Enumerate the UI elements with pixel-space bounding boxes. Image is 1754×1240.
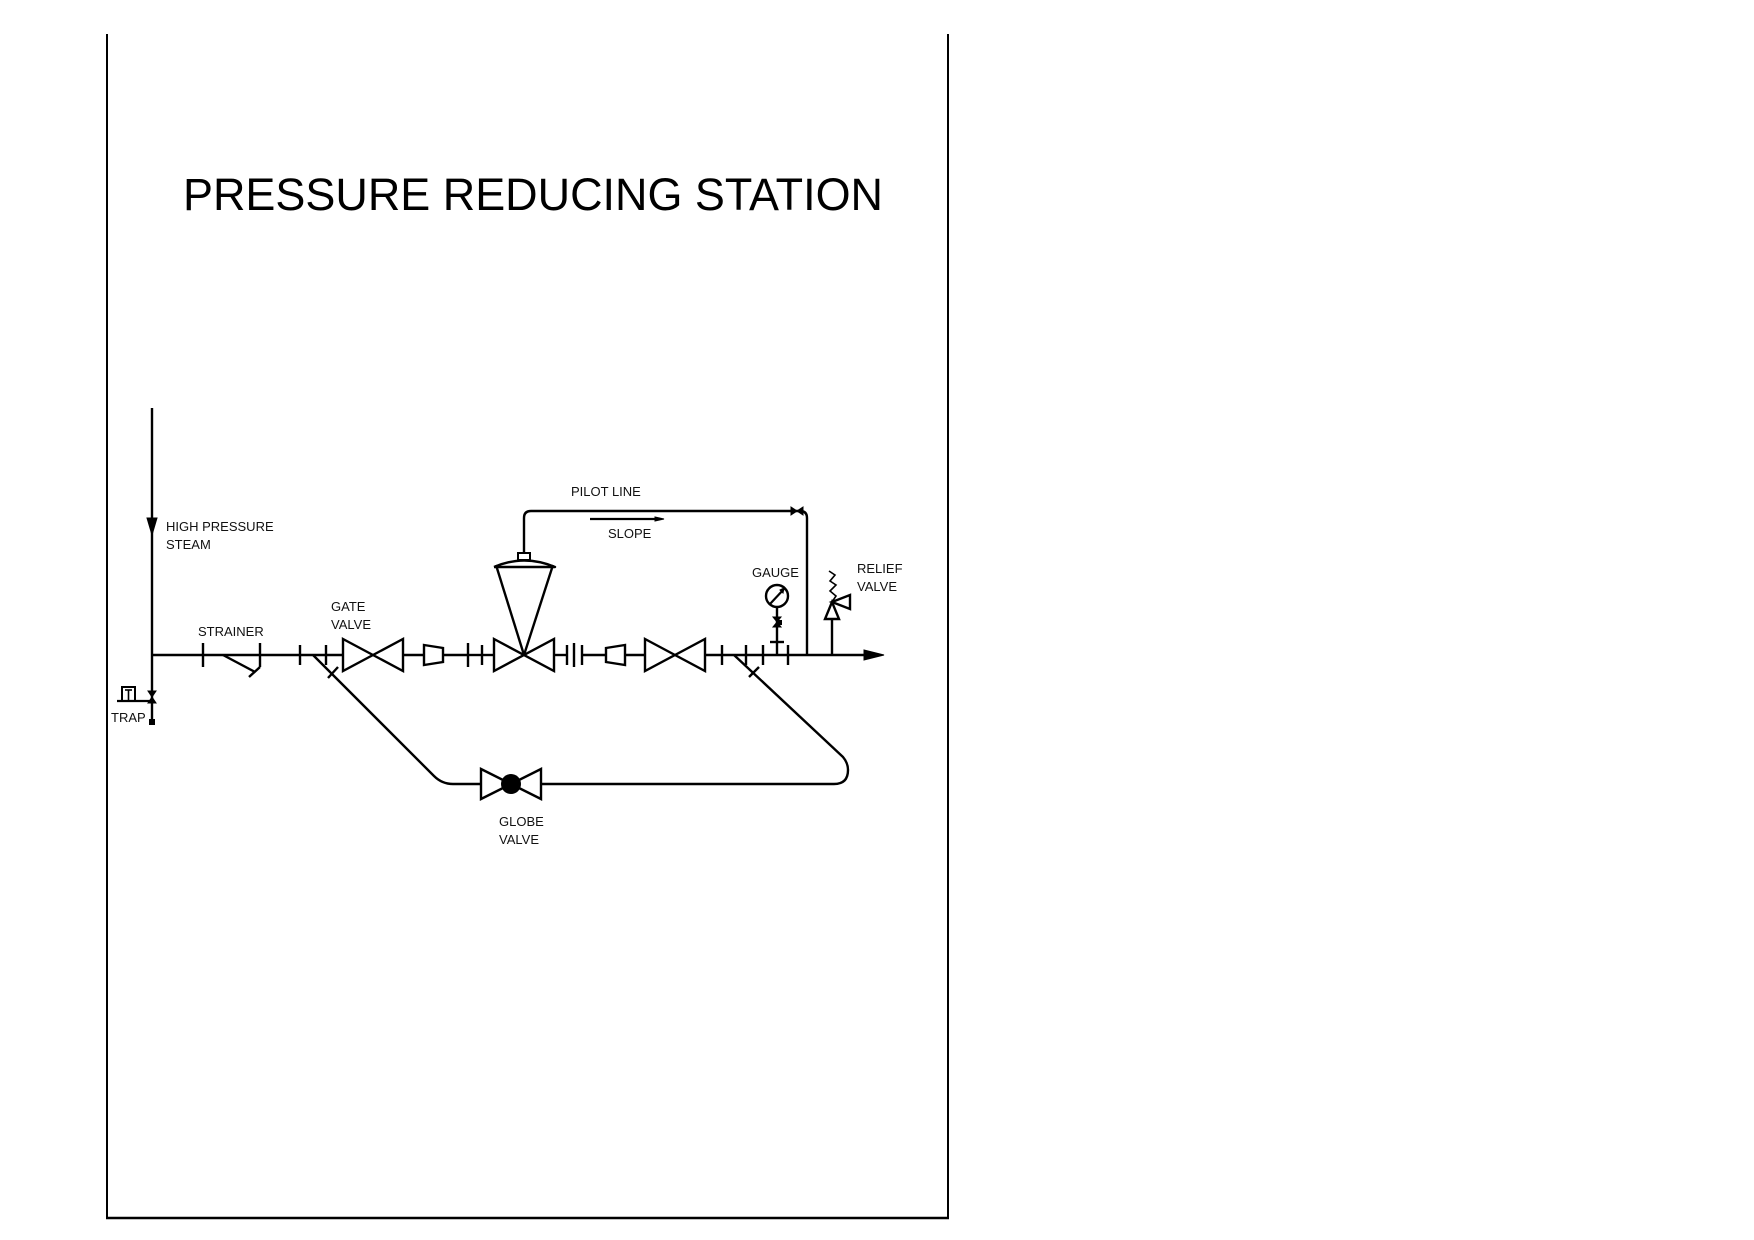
reducer-icon [422,643,445,667]
slope-arrow-icon [590,516,665,522]
main-pipe [152,649,885,661]
outlet-flanges [720,645,790,665]
steam-trap [117,686,157,725]
trap-valve-icon [147,690,157,704]
strainer [201,643,262,678]
drain-end-icon [149,719,155,725]
bypass-line [312,654,850,786]
trap-icon [117,686,152,703]
label-steam: STEAM [166,537,211,552]
label-gate: GATE [331,599,366,614]
label-high-pressure: HIGH PRESSURE [166,519,274,534]
strainer-icon [201,643,262,678]
label-strainer: STRAINER [198,624,264,639]
globe-valve-bypass [479,767,543,801]
relief-valve-icon [823,570,852,621]
flow-arrow-right-icon [863,649,885,661]
label-pilot-line: PILOT LINE [571,484,641,499]
label-gauge: GAUGE [752,565,799,580]
gauge-cock-icon [771,616,783,628]
flow-arrow-down-icon [146,517,158,537]
label-relief: RELIEF [857,561,903,576]
label-trap: TRAP [111,710,146,725]
pressure-gauge [764,583,790,655]
inlet-flanges [298,645,328,665]
union-flanges-outlet [565,643,584,667]
label-globe: GLOBE [499,814,544,829]
gate-valve-icon [341,637,405,673]
label-slope: SLOPE [608,526,652,541]
steam-supply-pipe [146,408,158,722]
bypass-weld-mark-icon [748,666,760,678]
relief-valve [823,570,852,655]
page-title: PRESSURE REDUCING STATION [183,169,883,220]
bypass-weld-mark-icon [327,666,339,679]
reducer-icon [604,643,627,667]
gauge-icon [764,583,790,609]
pilot-valve-icon [790,506,804,516]
label-relief-valve: VALVE [857,579,897,594]
gate-valve-inlet [341,637,405,673]
gate-valve-icon [643,637,707,673]
gate-valve-outlet [643,637,707,673]
drawing-border [106,34,949,1220]
globe-valve-icon [479,767,543,801]
label-globe-valve: VALVE [499,832,539,847]
label-gate-valve: VALVE [331,617,371,632]
union-flanges-inlet [466,643,484,667]
pressure-reducing-valve [492,552,557,673]
pilot-line [522,506,809,655]
diaphragm-valve-icon [492,552,557,673]
